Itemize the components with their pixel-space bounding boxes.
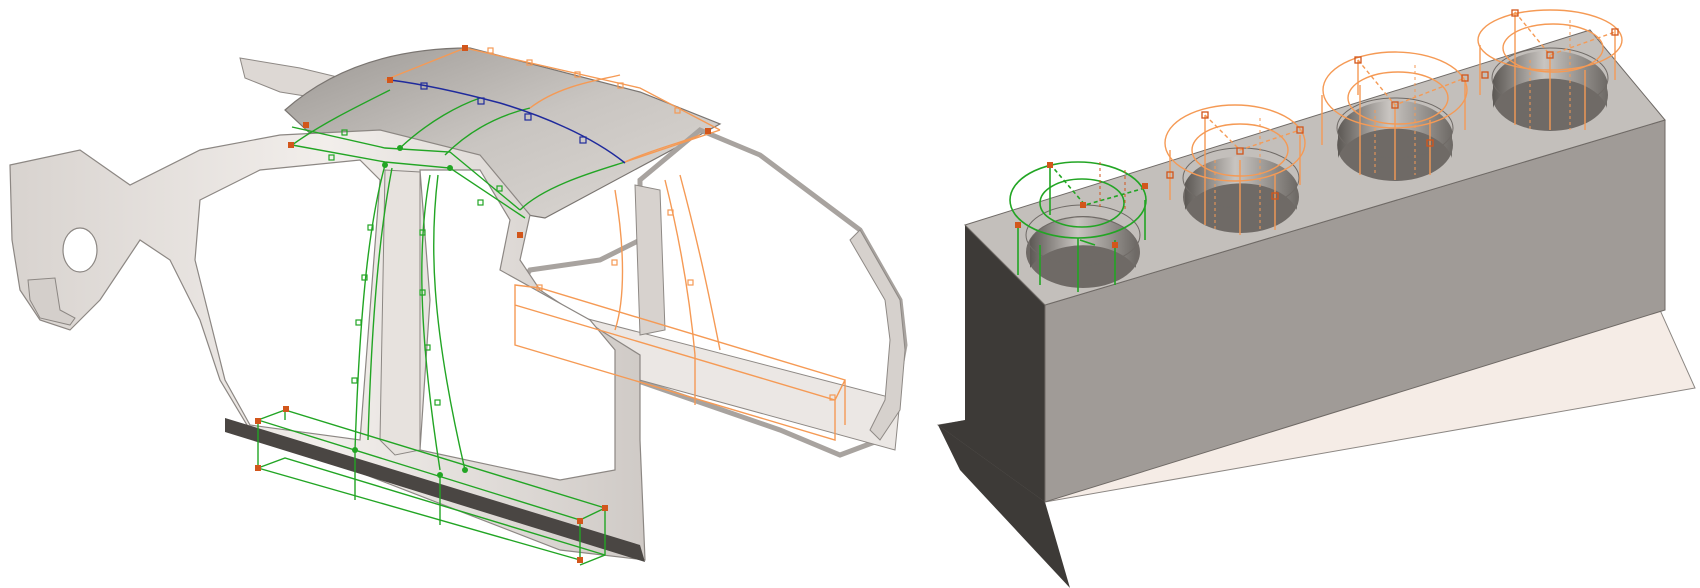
green-control-point[interactable] [351, 377, 358, 384]
roof-cage-orange-line-1 [529, 74, 621, 109]
orange-control-point[interactable] [574, 71, 581, 78]
green-control-point[interactable] [367, 224, 374, 231]
green-control-point[interactable] [341, 129, 348, 136]
selected-control-point[interactable] [705, 128, 711, 134]
orange-control-point[interactable] [617, 82, 624, 89]
rocker-cage-inner [257, 450, 606, 556]
green-node[interactable] [447, 165, 453, 171]
green-control-point[interactable] [419, 289, 426, 296]
block-left-side [938, 225, 1045, 502]
green-control-point[interactable] [328, 154, 335, 161]
roof-cage-green-line-4 [519, 161, 626, 211]
hole-3-control-cage[interactable] [1321, 51, 1468, 180]
orange-control-point[interactable] [687, 279, 694, 286]
orange-control-point[interactable] [487, 47, 494, 54]
roof-cage-front-edge [291, 144, 526, 219]
rear-bracket [27, 277, 76, 326]
front-door-opening [419, 169, 616, 481]
rear-door-opening [194, 159, 381, 441]
green-node[interactable] [382, 162, 388, 168]
green-node[interactable] [437, 472, 443, 478]
far-pillar-cage-1 [614, 189, 624, 331]
blue-control-point[interactable] [420, 82, 428, 90]
b-pillar-cage-right [421, 174, 441, 471]
roof-cage-orange-line-2 [624, 134, 701, 163]
green-control-point[interactable] [424, 344, 431, 351]
hole-1-control-points[interactable] [1015, 162, 1148, 248]
far-side-pillar [634, 184, 666, 336]
block-orange-control-points[interactable] [1166, 9, 1619, 200]
green-control-point[interactable] [419, 229, 426, 236]
roof-curve-blue[interactable] [389, 79, 626, 164]
b-pillar [379, 169, 421, 456]
green-control-point[interactable] [361, 274, 368, 281]
green-control-point[interactable] [434, 399, 441, 406]
hole-2-control-cage[interactable] [1164, 104, 1306, 235]
b-pillar-cage-left [354, 164, 386, 451]
hole-1-control-cage[interactable] [1009, 161, 1147, 292]
far-side-rear-edge [849, 229, 906, 441]
far-rocker-cage [514, 284, 846, 441]
far-pillar-cage-3 [679, 174, 721, 351]
orange-control-point[interactable] [829, 394, 836, 401]
green-node[interactable] [352, 447, 358, 453]
orange-control-point[interactable] [611, 259, 618, 266]
selected-control-point[interactable] [517, 232, 523, 238]
rocker-sill [225, 418, 645, 562]
selected-control-point[interactable] [387, 77, 393, 83]
selected-control-point[interactable] [462, 45, 468, 51]
roof-cage-green-line-2 [399, 97, 481, 149]
selected-control-point[interactable] [577, 557, 583, 563]
green-control-point[interactable] [355, 319, 362, 326]
car-control-cage-green[interactable] [255, 89, 626, 566]
car-body-side-model[interactable] [9, 47, 908, 562]
green-node[interactable] [462, 467, 468, 473]
orange-control-point[interactable] [536, 284, 543, 291]
roof-cage-top [291, 126, 521, 211]
selected-control-point[interactable] [255, 465, 261, 471]
selected-control-point[interactable] [303, 122, 309, 128]
blue-control-point[interactable] [477, 97, 485, 105]
roof-cage-mid-edge [291, 89, 391, 146]
blue-control-point[interactable] [524, 113, 532, 121]
green-control-point[interactable] [496, 185, 503, 192]
b-pillar-cage-right-2 [432, 174, 466, 471]
far-pillar-cage-2 [664, 179, 696, 356]
far-side-frame [507, 127, 908, 458]
b-pillar-cage-left-2 [367, 167, 393, 441]
green-node[interactable] [397, 145, 403, 151]
orange-control-point[interactable] [526, 59, 533, 66]
blue-control-point[interactable] [579, 136, 587, 144]
block-base-side [938, 425, 1070, 588]
selected-control-point[interactable] [283, 406, 289, 412]
selected-control-point[interactable] [577, 518, 583, 524]
hole-4-control-cage[interactable] [1477, 9, 1623, 130]
selected-control-point[interactable] [255, 418, 261, 424]
orange-control-point[interactable] [674, 107, 681, 114]
green-control-point[interactable] [477, 199, 484, 206]
roof-cage-orange-right [624, 129, 721, 163]
car-control-points[interactable] [255, 45, 836, 563]
selected-control-point[interactable] [288, 142, 294, 148]
selected-control-point[interactable] [602, 505, 608, 511]
orange-control-point[interactable] [667, 209, 674, 216]
fuel-cap-hole [62, 227, 98, 273]
